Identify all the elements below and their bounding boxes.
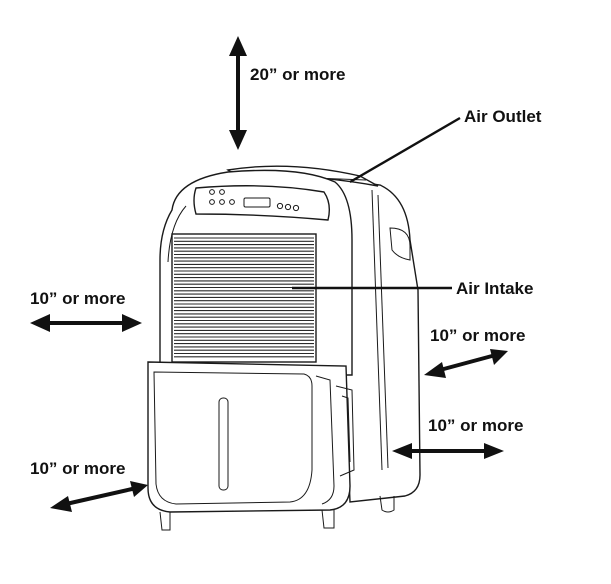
- dehumidifier-unit: [147, 165, 421, 531]
- control-button-7[interactable]: [284, 203, 292, 211]
- control-button-6[interactable]: [276, 202, 284, 210]
- control-button-4[interactable]: [219, 199, 225, 205]
- caster-front-right: [321, 509, 335, 529]
- caster-front-left: [159, 511, 171, 531]
- caster-rear-right: [379, 495, 395, 513]
- top-clearance-arrow: [229, 36, 247, 150]
- bucket-side-bracket-2: [341, 395, 351, 463]
- water-bucket-lip: [315, 375, 335, 505]
- control-button-8[interactable]: [292, 204, 300, 212]
- control-button-2[interactable]: [219, 189, 225, 195]
- water-bucket-inner: [153, 371, 313, 505]
- right-lower-clearance-label: 10” or more: [428, 416, 523, 435]
- left-clearance-label: 10” or more: [30, 289, 125, 308]
- unit-side-seam: [371, 189, 383, 471]
- control-button-3[interactable]: [209, 199, 215, 205]
- water-bucket: [147, 361, 351, 513]
- water-level-window: [218, 397, 229, 491]
- front-clearance-arrow: [50, 481, 148, 512]
- control-panel: [193, 185, 331, 221]
- left-clearance-arrow: [30, 314, 142, 332]
- air-intake-grille: [171, 233, 317, 363]
- air-outlet-leader: [349, 116, 461, 184]
- air-intake-grille-slats: [174, 237, 314, 358]
- right-upper-clearance-arrow: [424, 349, 508, 378]
- unit-side-seam-2: [377, 194, 389, 469]
- right-lower-clearance-arrow: [392, 443, 504, 459]
- front-clearance-label: 10” or more: [30, 459, 125, 478]
- bucket-side-bracket: [335, 385, 355, 477]
- control-button-5[interactable]: [229, 199, 235, 205]
- top-clearance-label: 20” or more: [250, 65, 345, 84]
- control-button-1[interactable]: [209, 189, 215, 195]
- unit-front-inner-edge: [167, 205, 187, 263]
- right-upper-clearance-label: 10” or more: [430, 326, 525, 345]
- unit-side-handle: [389, 227, 411, 261]
- air-intake-label: Air Intake: [456, 279, 533, 298]
- control-display: [243, 197, 271, 208]
- air-outlet-label: Air Outlet: [464, 107, 542, 126]
